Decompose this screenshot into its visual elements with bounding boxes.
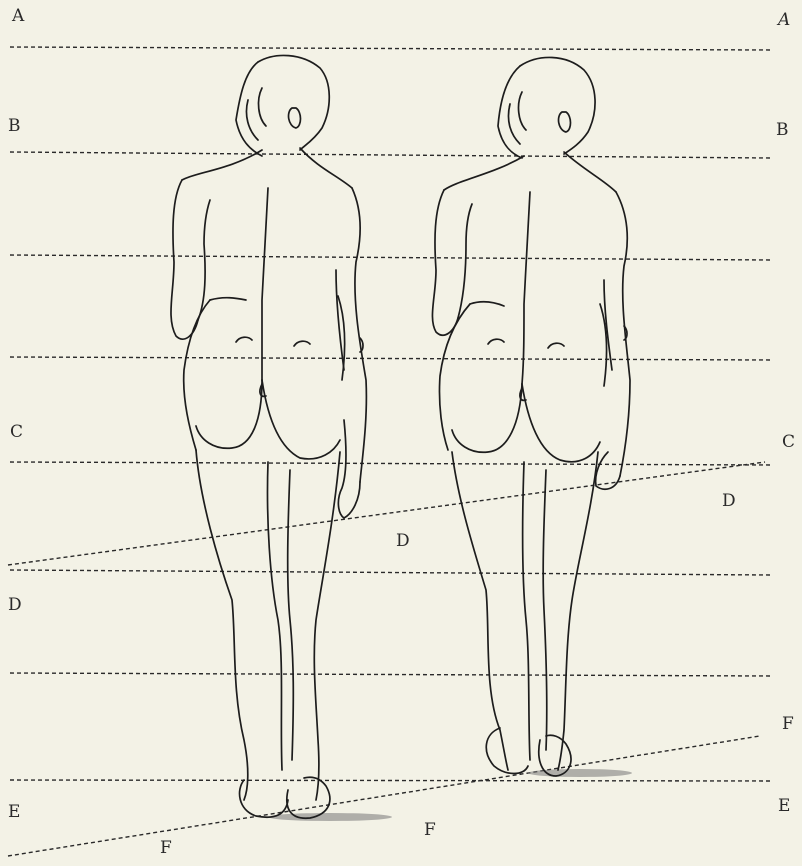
label-e-left: E: [8, 804, 20, 821]
guide-line-b: [10, 152, 770, 158]
guide-line-5: [10, 673, 770, 676]
slanted-guides: [8, 462, 765, 856]
label-f-right: F: [782, 716, 794, 733]
guide-line-d: [10, 570, 770, 575]
right-figure: [432, 57, 630, 776]
label-e-right: E: [778, 798, 790, 815]
left-figure-shadow: [268, 813, 392, 821]
guide-line-c: [10, 462, 770, 465]
label-d-center: D: [396, 533, 410, 550]
label-f-bottom-center: F: [424, 822, 436, 839]
horizontal-guides: [10, 47, 770, 781]
guide-line-e: [10, 780, 770, 781]
label-d-right: D: [722, 493, 736, 510]
label-d-left: D: [8, 597, 22, 614]
guide-line-a: [10, 47, 770, 50]
slant-line-ef: [8, 736, 760, 856]
label-c-right: C: [782, 434, 795, 451]
label-c-left: C: [10, 424, 23, 441]
label-a-left: A: [12, 8, 24, 25]
label-b-left: B: [8, 118, 21, 135]
label-b-right: B: [776, 122, 789, 139]
left-figure: [171, 55, 366, 818]
label-f-bottom-left: F: [160, 840, 172, 857]
label-a-right: A: [778, 12, 790, 29]
guide-line-2: [10, 255, 770, 260]
guide-line-3: [10, 357, 770, 360]
slant-line-cd: [8, 462, 765, 565]
